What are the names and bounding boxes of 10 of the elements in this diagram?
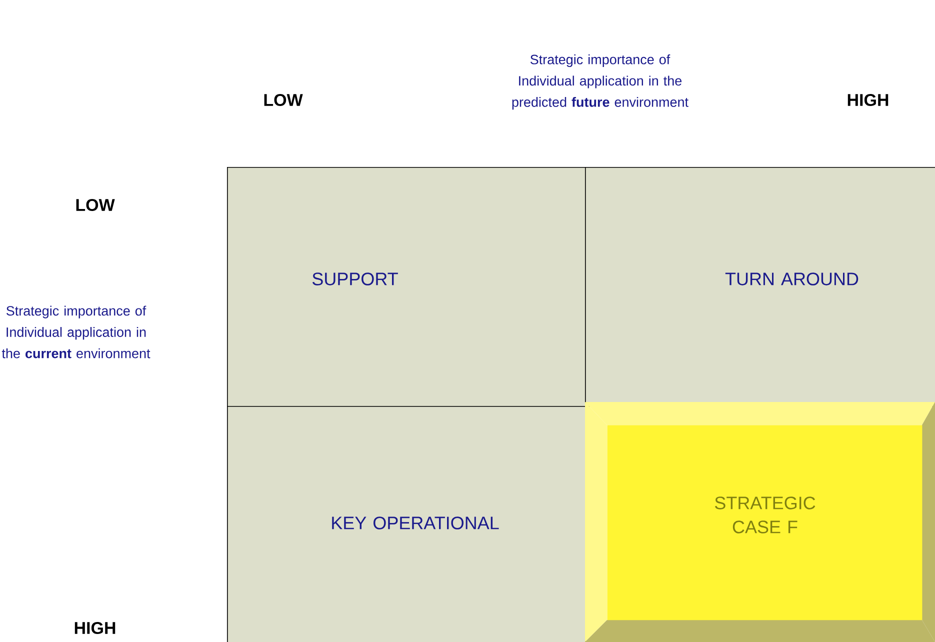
- axis-level-label: LOW: [264, 94, 303, 106]
- quadrant-box: SUPPORT: [227, 166, 586, 407]
- quadrant-box: TURN AROUND: [585, 166, 935, 407]
- axis-level-label: HIGH: [848, 94, 888, 106]
- axis-level-label: LOW: [76, 198, 115, 212]
- axis-title: Strategic importance of Individual application in the current environment: [2, 306, 150, 358]
- axis-title: Strategic importance of Individual application in the predicted future environment: [512, 54, 688, 110]
- axis-level-label: HIGH: [74, 622, 116, 634]
- quadrant-box: KEY OPERATIONAL: [227, 406, 586, 642]
- highlighted-quadrant-box: STRATEGIC CASE F: [585, 402, 935, 642]
